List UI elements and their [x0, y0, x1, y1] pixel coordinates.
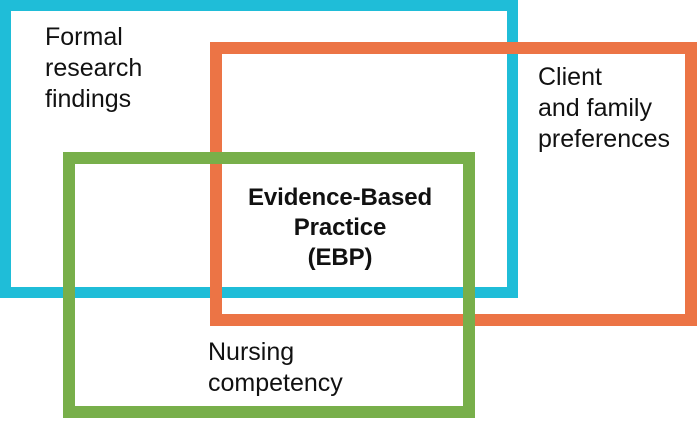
- venn-label-client-and-family-preferences: Client and family preferences: [538, 63, 671, 153]
- venn-rect-nursing-competency: [63, 152, 475, 418]
- venn-rect-formal-research-findings: [0, 0, 518, 298]
- venn-rect-client-and-family-preferences: [210, 42, 697, 326]
- venn-label-nursing-competency: Nursing competency: [208, 338, 343, 397]
- venn-label-formal-research-findings: Formal research findings: [45, 23, 143, 113]
- venn-label-evidence-based-practice: Evidence-Based Practice (EBP): [247, 184, 432, 271]
